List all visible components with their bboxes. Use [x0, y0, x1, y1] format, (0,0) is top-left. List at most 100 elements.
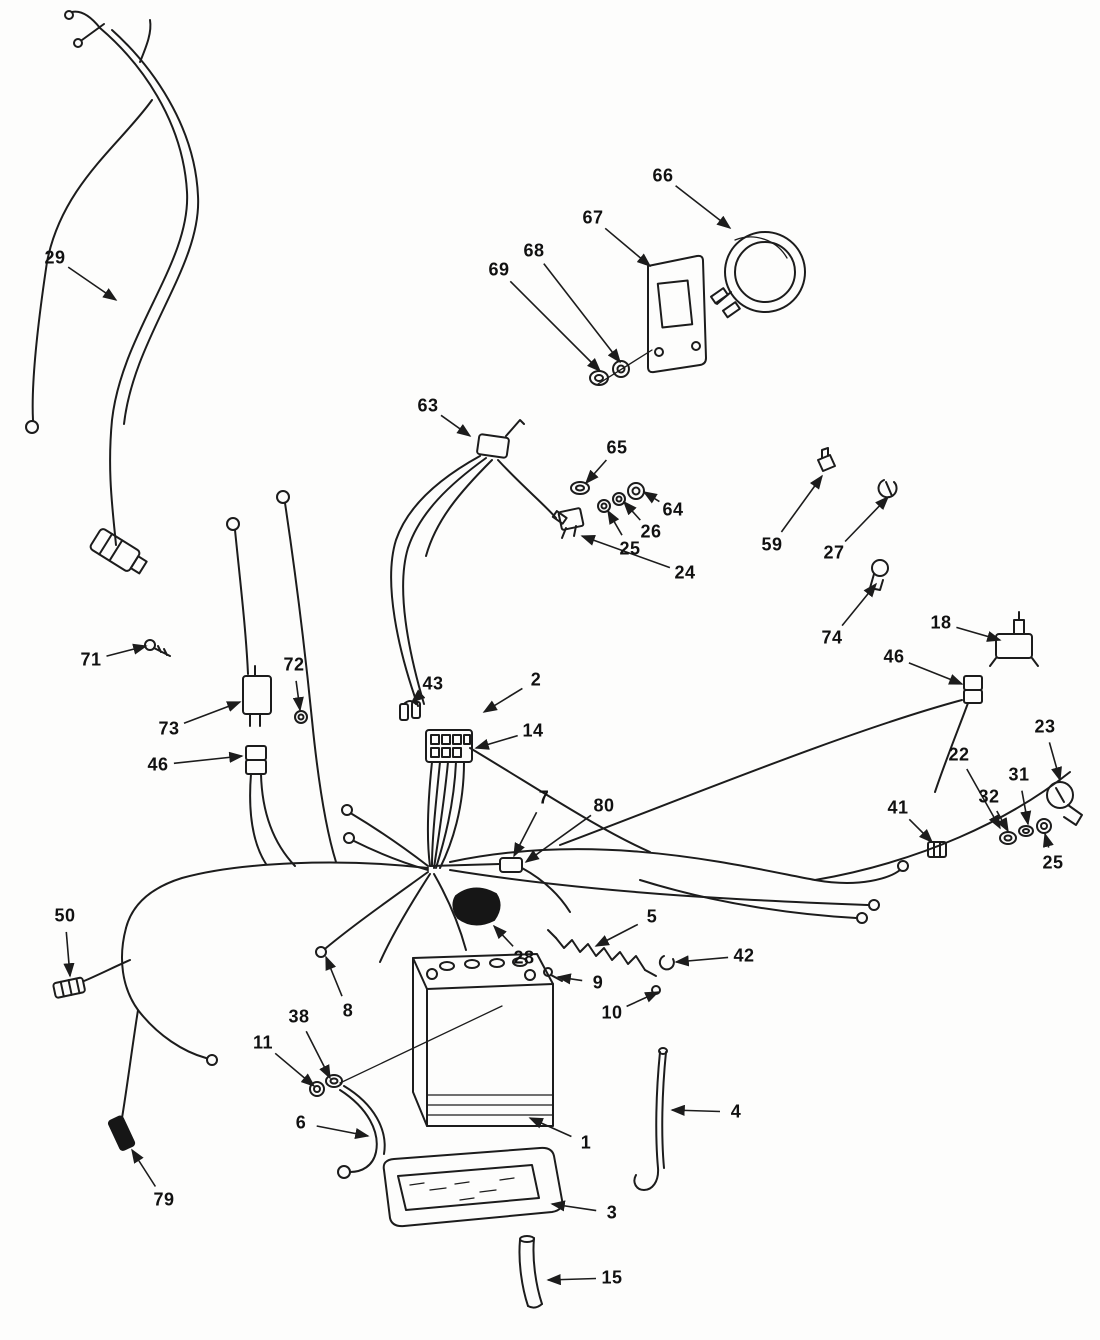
leader-line-27-12 — [844, 495, 890, 543]
part-callout-22-17: 22 — [948, 744, 970, 765]
leader-line-24-10 — [580, 535, 671, 569]
leader-line-32-19 — [996, 810, 1009, 833]
leader-line-7-29 — [513, 811, 538, 858]
part-callout-3-43: 3 — [606, 1202, 618, 1223]
leader-line-4-42 — [670, 1104, 721, 1116]
harness-right-wires — [449, 699, 1071, 924]
part-callout-8-37: 8 — [342, 1000, 354, 1021]
leader-line-43-26 — [410, 689, 426, 704]
component-washers-31-32 — [999, 818, 1052, 845]
harness-center-hub — [125, 804, 467, 963]
part-callout-80-30: 80 — [593, 795, 615, 816]
part-callout-2-27: 2 — [530, 669, 542, 690]
part-callout-68-3: 68 — [523, 240, 545, 261]
leader-line-26-8 — [622, 500, 641, 521]
component-spring-5 — [547, 929, 657, 977]
leader-line-11-39 — [274, 1052, 316, 1088]
part-callout-10-36: 10 — [601, 1002, 623, 1023]
part-callout-11-39: 11 — [252, 1032, 274, 1053]
leader-line-50-31 — [63, 931, 75, 978]
part-callout-15-44: 15 — [601, 1267, 623, 1288]
leader-line-8-37 — [325, 955, 343, 997]
leader-line-46-15 — [908, 662, 964, 685]
leader-line-59-11 — [780, 474, 823, 533]
part-callout-24-10: 24 — [674, 562, 696, 583]
leader-line-15-44 — [546, 1274, 597, 1286]
part-callout-31-18: 31 — [1008, 764, 1030, 785]
part-callout-74-13: 74 — [821, 627, 843, 648]
part-callout-73-24: 73 — [158, 718, 180, 739]
leader-line-6-40 — [316, 1125, 370, 1140]
component-rod-4 — [633, 1047, 668, 1191]
leader-line-80-30 — [524, 814, 592, 863]
leader-line-3-43 — [550, 1200, 597, 1212]
part-callout-50-31: 50 — [54, 905, 76, 926]
leader-line-42-34 — [674, 955, 729, 967]
leader-line-65-6 — [584, 459, 607, 485]
part-callout-23-16: 23 — [1034, 716, 1056, 737]
component-harness-29 — [25, 10, 200, 575]
leader-line-28-32 — [492, 924, 514, 947]
leader-line-46-25 — [173, 751, 244, 765]
component-keyswitch-23 — [1046, 781, 1083, 826]
leader-line-9-35 — [556, 973, 583, 985]
component-clip-42 — [658, 955, 675, 971]
leader-line-41-20 — [908, 818, 934, 844]
part-callout-32-19: 32 — [978, 786, 1000, 807]
part-callout-5-33: 5 — [646, 906, 658, 927]
leader-line-64-7 — [642, 491, 660, 504]
leader-line-66-1 — [675, 185, 732, 229]
component-connector-46-right — [934, 675, 983, 793]
left-ring-terminal-wires — [226, 490, 337, 863]
part-callout-71-22: 71 — [80, 649, 102, 670]
part-callout-63-5: 63 — [417, 395, 439, 416]
component-battery-1 — [339, 953, 554, 1127]
component-relay-73 — [242, 665, 272, 727]
leader-line-79-45 — [131, 1148, 157, 1187]
leader-line-38-38 — [305, 1030, 331, 1080]
leader-line-71-22 — [106, 643, 148, 657]
part-callout-7-29: 7 — [538, 787, 550, 808]
leader-line-63-5 — [440, 414, 472, 437]
part-callout-79-45: 79 — [153, 1189, 175, 1210]
part-callout-69-4: 69 — [488, 259, 510, 280]
part-callout-29-0: 29 — [44, 247, 66, 268]
leader-line-73-24 — [183, 701, 242, 725]
component-switch-18 — [989, 611, 1039, 667]
part-callout-38-38: 38 — [288, 1006, 310, 1027]
part-callout-18-14: 18 — [930, 612, 952, 633]
part-callout-64-7: 64 — [662, 499, 684, 520]
part-callout-4-42: 4 — [730, 1101, 742, 1122]
leader-line-67-2 — [604, 227, 652, 268]
component-cable-6 — [309, 1074, 386, 1179]
leader-line-10-36 — [626, 991, 660, 1008]
component-nut-68 — [612, 360, 630, 378]
harness-bottom-left — [52, 927, 218, 1151]
leader-line-72-23 — [292, 680, 304, 712]
leader-line-14-28 — [474, 734, 518, 750]
leader-line-23-16 — [1048, 742, 1062, 782]
component-tray-3 — [382, 1146, 564, 1228]
component-hardware-group-24 — [557, 481, 645, 539]
component-tube-15 — [518, 1235, 543, 1309]
leader-line-18-14 — [956, 626, 1002, 642]
leader-line-25-21 — [1042, 832, 1054, 848]
part-callout-41-20: 41 — [887, 797, 909, 818]
part-callout-25-21: 25 — [1042, 852, 1064, 873]
leader-line-5-33 — [594, 923, 639, 947]
component-connector-46-left — [245, 745, 296, 867]
leader-line-25-9 — [607, 509, 623, 536]
part-callout-25-9: 25 — [619, 538, 641, 559]
component-gauge-66 — [709, 231, 806, 319]
part-callout-6-40: 6 — [295, 1112, 307, 1133]
leader-line-69-4 — [509, 280, 602, 373]
leader-line-1-41 — [528, 1117, 572, 1138]
part-callout-67-2: 67 — [582, 207, 604, 228]
part-callout-43-26: 43 — [422, 673, 444, 694]
part-callout-26-8: 26 — [640, 521, 662, 542]
component-connector-80 — [429, 857, 571, 913]
leader-line-22-17 — [966, 768, 1001, 830]
leader-line-31-18 — [1020, 790, 1032, 826]
